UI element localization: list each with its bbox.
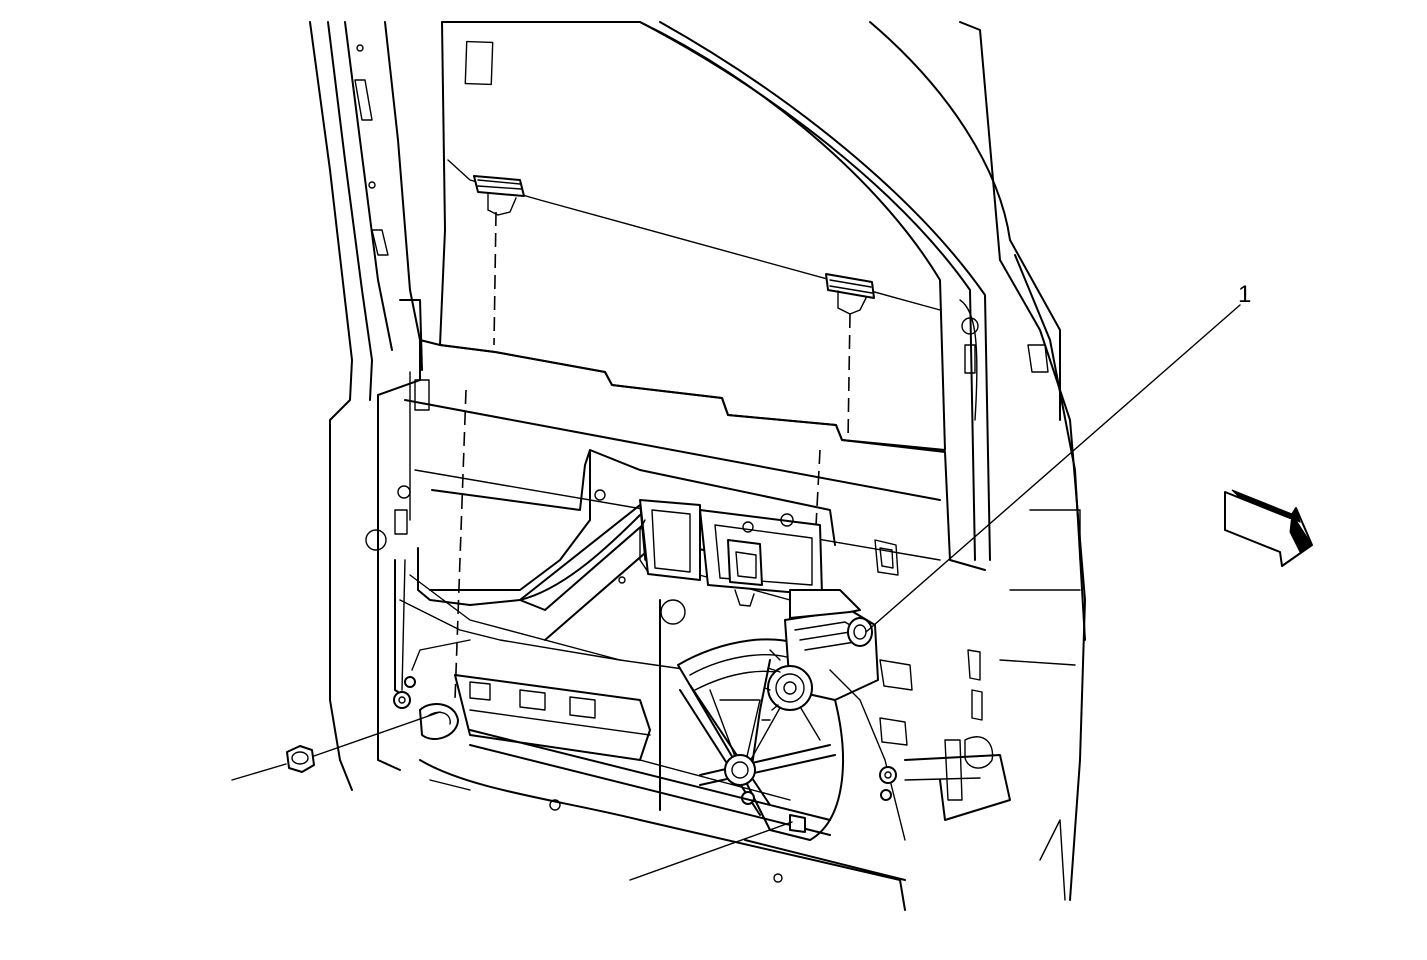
window-channel xyxy=(639,21,1086,901)
callout-label: 1 xyxy=(1238,281,1251,308)
window-glass xyxy=(439,21,946,451)
regulator-bolts xyxy=(393,676,897,833)
lower-trim-openings xyxy=(454,599,686,811)
rear-panel-detail xyxy=(904,509,1081,901)
glass-clip-left xyxy=(454,175,525,701)
door-handle-module xyxy=(639,499,823,607)
front-direction-arrow-icon xyxy=(1224,489,1313,567)
door-frame xyxy=(309,21,421,791)
callout-1: 1 xyxy=(865,281,1251,633)
window-regulator-motor xyxy=(761,589,906,841)
fastener-nut xyxy=(231,711,441,781)
leader-line-lower xyxy=(629,821,793,881)
